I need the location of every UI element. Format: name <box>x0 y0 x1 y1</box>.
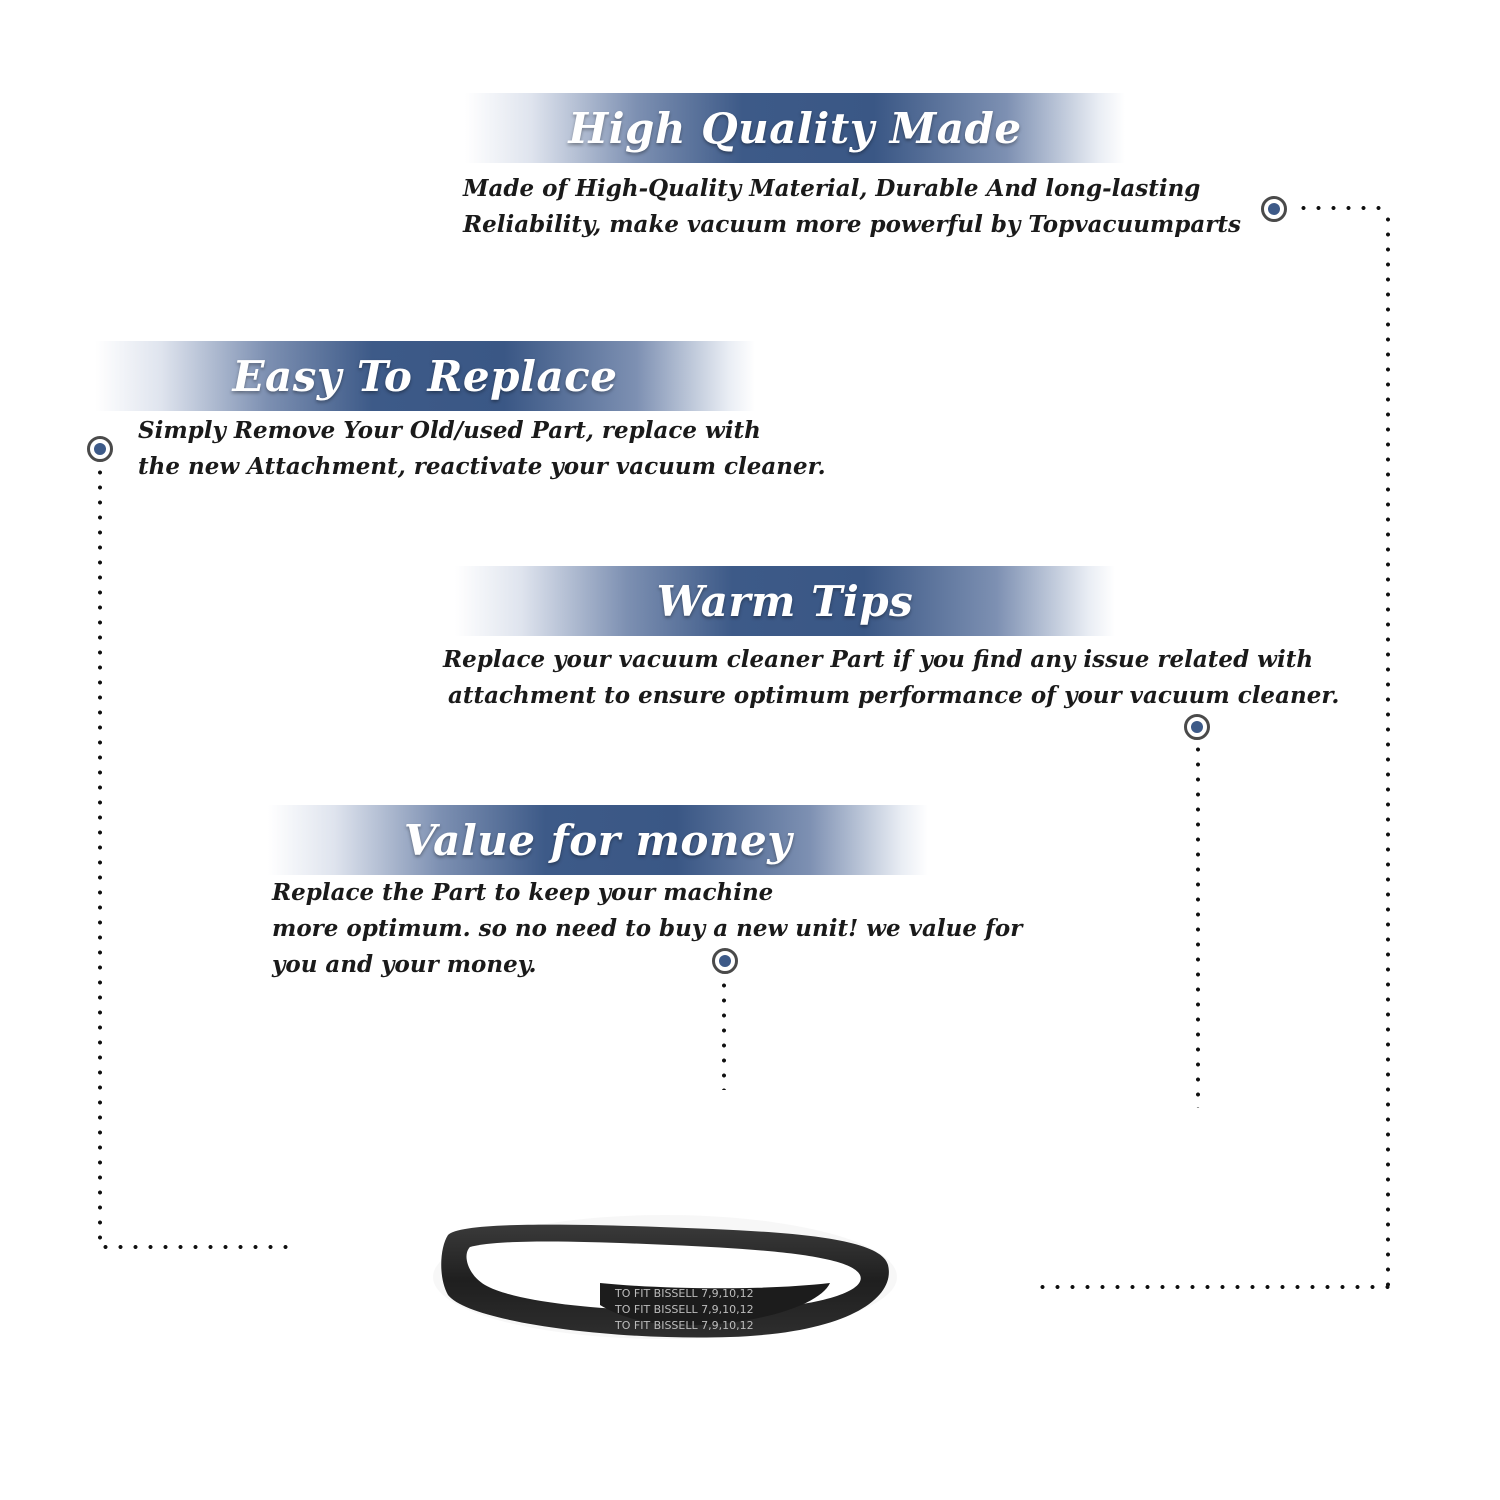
dotted-connector <box>98 1245 298 1249</box>
section-title: High Quality Made <box>568 103 1022 153</box>
section-description: Made of High-Quality Material, Durable A… <box>463 171 1241 243</box>
banner-value-money: Value for money <box>268 805 928 875</box>
description-line: Reliability, make vacuum more powerful b… <box>463 211 1241 238</box>
description-line: more optimum. so no need to buy a new un… <box>272 915 1023 942</box>
belt-print-text: TO FIT BISSELL 7,9,10,12 <box>614 1303 754 1316</box>
banner-easy-replace: Easy To Replace <box>95 341 755 411</box>
dotted-connector <box>98 465 102 1250</box>
description-line: you and your money. <box>272 951 537 978</box>
banner-warm-tips: Warm Tips <box>455 566 1115 636</box>
belt-print-text: TO FIT BISSELL 7,9,10,12 <box>614 1287 754 1300</box>
description-line: Replace your vacuum cleaner Part if you … <box>443 646 1314 673</box>
belt-print-text: TO FIT BISSELL 7,9,10,12 <box>614 1319 754 1332</box>
description-line: Made of High-Quality Material, Durable A… <box>463 175 1201 202</box>
banner-high-quality: High Quality Made <box>465 93 1125 163</box>
connector-marker-icon <box>712 948 738 974</box>
section-description: Simply Remove Your Old/used Part, replac… <box>138 413 826 485</box>
connector-marker-icon <box>87 436 113 462</box>
section-title: Easy To Replace <box>232 351 618 401</box>
dotted-connector <box>1296 206 1388 210</box>
section-description: Replace the Part to keep your machine mo… <box>272 875 1022 983</box>
section-title: Value for money <box>403 815 793 865</box>
vacuum-belt-image: TO FIT BISSELL 7,9,10,12 TO FIT BISSELL … <box>433 1215 897 1339</box>
section-description: Replace your vacuum cleaner Part if you … <box>443 642 1339 714</box>
connector-marker-icon <box>1184 714 1210 740</box>
dotted-connector <box>1386 212 1390 1290</box>
description-line: the new Attachment, reactivate your vacu… <box>138 453 826 480</box>
dotted-connector <box>1035 1285 1390 1289</box>
section-title: Warm Tips <box>656 576 914 626</box>
description-line: attachment to ensure optimum performance… <box>448 682 1340 709</box>
connector-marker-icon <box>1261 196 1287 222</box>
dotted-connector <box>1196 742 1200 1108</box>
description-line: Replace the Part to keep your machine <box>272 879 774 906</box>
dotted-connector <box>722 978 726 1090</box>
description-line: Simply Remove Your Old/used Part, replac… <box>138 417 761 444</box>
